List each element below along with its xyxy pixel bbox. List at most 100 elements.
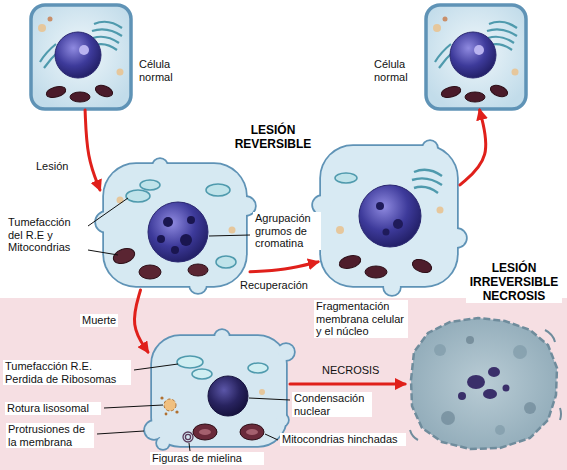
leader-line xyxy=(97,431,144,434)
recovering-cell xyxy=(313,141,466,295)
cell-node: Célula normal xyxy=(425,4,530,110)
leader-line xyxy=(88,250,118,255)
transition-arrow xyxy=(134,290,148,352)
necrotic-cell xyxy=(503,385,510,392)
injured-cell xyxy=(96,159,255,293)
recovering-cell xyxy=(383,229,390,236)
cell-node: Tumefacción R.E. Perdida de RibosomasRot… xyxy=(148,332,290,450)
callout-label: Agrupación grumos de cromatina xyxy=(253,212,321,250)
necrotic-cell xyxy=(467,375,485,389)
transition-arrow xyxy=(290,382,405,385)
necrotic-cell xyxy=(513,345,527,359)
edge-label: Lesión xyxy=(34,160,70,173)
dying-cell xyxy=(259,389,265,395)
dying-cell xyxy=(177,356,203,368)
normal-cell xyxy=(426,5,526,109)
recovering-cell xyxy=(336,226,344,234)
injured-cell xyxy=(187,216,195,224)
dying-cell xyxy=(208,376,248,416)
recovering-cell xyxy=(412,170,442,193)
necrotic-cell xyxy=(495,425,505,435)
necrotic-cell xyxy=(410,318,561,449)
recovering-cell xyxy=(335,173,357,183)
leader-line xyxy=(104,405,163,408)
edge-label: Recuperación xyxy=(238,279,310,292)
callout-label: Tumefacción R.E. Perdida de Ribosomas xyxy=(3,360,131,385)
dying-cell xyxy=(165,413,168,416)
necrotic-cell xyxy=(524,402,536,414)
dying-cell xyxy=(240,424,264,440)
callout-label: Figuras de mielina xyxy=(150,452,264,465)
transition-arrow xyxy=(250,262,318,272)
injured-cell xyxy=(229,227,236,234)
callout-label: Célula normal xyxy=(372,58,424,83)
cell-node: LESIÓN REVERSIBLE xyxy=(318,142,460,290)
callout-label: Fragmentación membrana celular y el núcl… xyxy=(314,300,408,338)
dying-cell xyxy=(164,399,176,411)
leader-line xyxy=(189,443,190,451)
stage-heading: LESIÓN REVERSIBLE xyxy=(228,124,318,152)
injured-cell xyxy=(180,234,192,246)
injured-cell xyxy=(111,246,136,267)
necrotic-cell xyxy=(488,367,500,377)
cell-node: Tumefacción del R.E y MitocondriasAgrupa… xyxy=(100,160,250,290)
dying-cell xyxy=(246,429,258,435)
callout-label: Mitocondrias hinchadas xyxy=(280,433,406,446)
transition-arrow xyxy=(460,110,486,185)
recovering-cell xyxy=(393,219,403,229)
leader-line xyxy=(209,235,250,236)
normal-cell xyxy=(31,5,131,109)
dying-cell xyxy=(160,396,163,399)
injured-cell xyxy=(140,180,160,190)
callout-label: Condensación nuclear xyxy=(292,392,372,417)
death-zone-background xyxy=(0,298,567,470)
leader-line xyxy=(134,364,178,370)
necrotic-cell xyxy=(483,389,497,399)
injured-cell xyxy=(163,217,173,227)
dying-cell xyxy=(248,363,268,373)
recovering-cell xyxy=(359,185,421,247)
necrotic-cell xyxy=(441,411,455,425)
stage-heading: LESIÓN IRREVERSIBLE NECROSIS xyxy=(466,262,562,303)
dying-cell xyxy=(192,369,212,379)
dying-cell xyxy=(199,429,211,435)
necrotic-cell xyxy=(458,392,466,400)
necrotic-cell xyxy=(434,344,446,356)
recovering-cell xyxy=(338,253,362,270)
injured-cell xyxy=(216,256,236,268)
normal-cell xyxy=(426,5,526,109)
injured-cell xyxy=(206,184,230,196)
dying-cell xyxy=(145,330,294,449)
recovering-cell xyxy=(313,141,466,295)
dying-cell xyxy=(193,424,217,440)
injured-cell xyxy=(96,159,255,293)
recovering-cell xyxy=(437,207,444,214)
injured-cell xyxy=(148,202,208,262)
callout-label: Célula normal xyxy=(137,58,189,83)
dying-cell xyxy=(145,330,294,449)
injured-cell xyxy=(188,264,208,276)
cell-node: Célula normal xyxy=(30,4,132,110)
transition-arrow xyxy=(85,110,100,190)
recovering-cell xyxy=(376,202,384,210)
leader-line xyxy=(249,398,290,400)
necrotic-cell xyxy=(410,330,561,440)
injured-cell xyxy=(96,159,255,293)
dying-cell xyxy=(145,330,294,449)
dying-cell xyxy=(183,432,193,442)
injured-cell xyxy=(157,235,165,243)
callout-label: Tumefacción del R.E y Mitocondrias xyxy=(6,216,84,254)
normal-cell xyxy=(31,5,131,109)
necrotic-cell xyxy=(466,336,474,344)
callout-label: Protrusiones de la membrana xyxy=(6,423,94,448)
necrotic-cell xyxy=(411,318,557,449)
edge-label: Muerte xyxy=(80,314,118,327)
leader-line xyxy=(88,198,128,226)
edge-label: NECROSIS xyxy=(320,364,381,377)
callout-label: Rotura lisosomal xyxy=(5,402,101,415)
dying-cell xyxy=(185,434,190,439)
recovering-cell xyxy=(411,257,434,275)
